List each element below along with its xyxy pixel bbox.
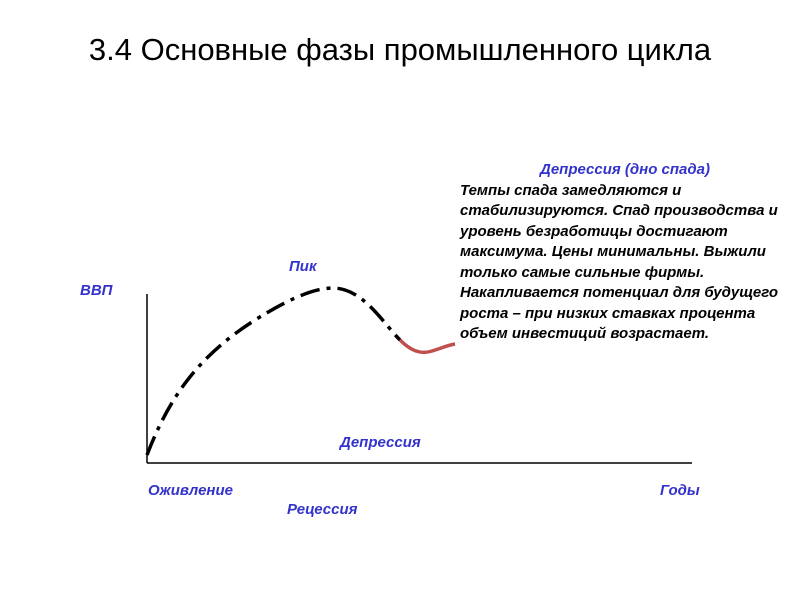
y-axis-label: ВВП [80,282,113,299]
description-body: Темпы спада замедляются и стабилизируютс… [460,181,778,343]
cycle-curve [145,286,402,456]
depression-description: Депрессия (дно спада) Темпы спада замедл… [460,160,790,345]
depression-segment [398,338,456,355]
recovery-label: Оживление [148,482,233,499]
slide-title: 3.4 Основные фазы промышленного цикла [88,32,712,67]
depression-label: Депрессия [340,434,421,451]
peak-label: Пик [289,258,317,275]
recession-label: Рецессия [287,501,358,518]
description-heading: Депрессия (дно спада) [540,161,710,178]
x-axis-label: Годы [660,482,700,499]
